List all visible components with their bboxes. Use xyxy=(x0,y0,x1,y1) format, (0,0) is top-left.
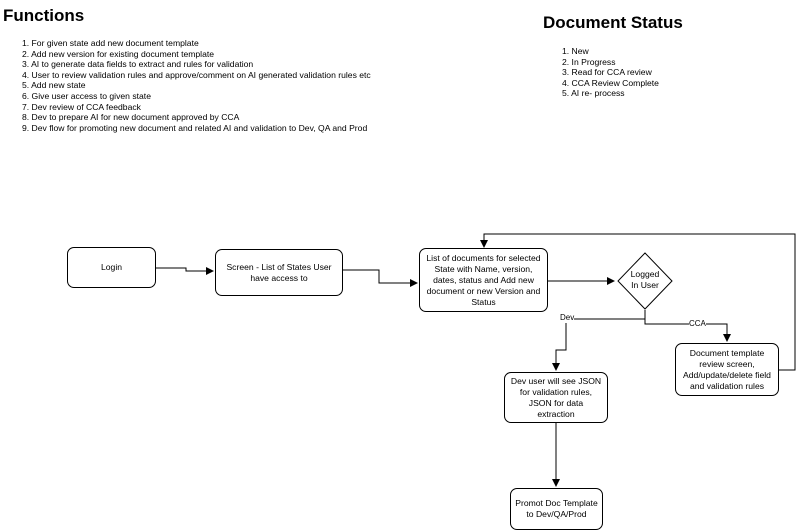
template-review-box: Document template review screen, Add/upd… xyxy=(675,343,779,396)
logged-in-user-label: Logged In User xyxy=(630,269,660,290)
function-item: 1. For given state add new document temp… xyxy=(22,38,199,48)
promote-box: Promot Doc Template to Dev/QA/Prod xyxy=(510,488,603,530)
states-screen-box: Screen - List of States User have access… xyxy=(215,249,343,296)
status-item: 5. AI re- process xyxy=(562,88,625,99)
function-item: 3. AI to generate data fields to extract… xyxy=(22,59,254,70)
cca-branch-label: CCA xyxy=(689,319,706,329)
function-item: 2. Add new version for existing document… xyxy=(22,48,215,59)
document-status-title: Document Status xyxy=(543,13,683,32)
function-item: 9. Dev flow for promoting new document a… xyxy=(22,122,368,133)
function-item: 7. Dev review of CCA feedback xyxy=(22,101,141,112)
logged-in-user-decision-diamond xyxy=(617,252,673,310)
status-item: 2. In Progress xyxy=(562,56,616,67)
functions-title: Functions xyxy=(3,6,85,25)
connector-logged-in-user-to-cca xyxy=(644,319,731,342)
function-item: 8. Dev to prepare AI for new document ap… xyxy=(22,112,240,123)
connector-states-to-documents xyxy=(343,269,418,287)
function-item: 6. Give user access to given state xyxy=(22,90,151,101)
dev-branch-label: Dev xyxy=(560,313,575,323)
function-item: 5. Add new state xyxy=(22,80,86,91)
status-item: 1. New xyxy=(562,46,589,56)
functions-list: 1. For given state add new document temp… xyxy=(22,38,371,133)
documents-list-box: List of documents for selected State wit… xyxy=(419,248,548,312)
login-box: Login xyxy=(67,247,156,288)
function-item: 4. User to review validation rules and a… xyxy=(22,69,371,80)
connector-login-to-states xyxy=(156,267,214,275)
dev-json-box: Dev user will see JSON for validation ru… xyxy=(504,372,608,423)
connector-logged-in-user-to-dev xyxy=(552,310,646,371)
connector-template-review-back-to-documents xyxy=(480,233,796,371)
status-item: 3. Read for CCA review xyxy=(562,67,652,78)
status-item: 4. CCA Review Complete xyxy=(562,77,659,88)
